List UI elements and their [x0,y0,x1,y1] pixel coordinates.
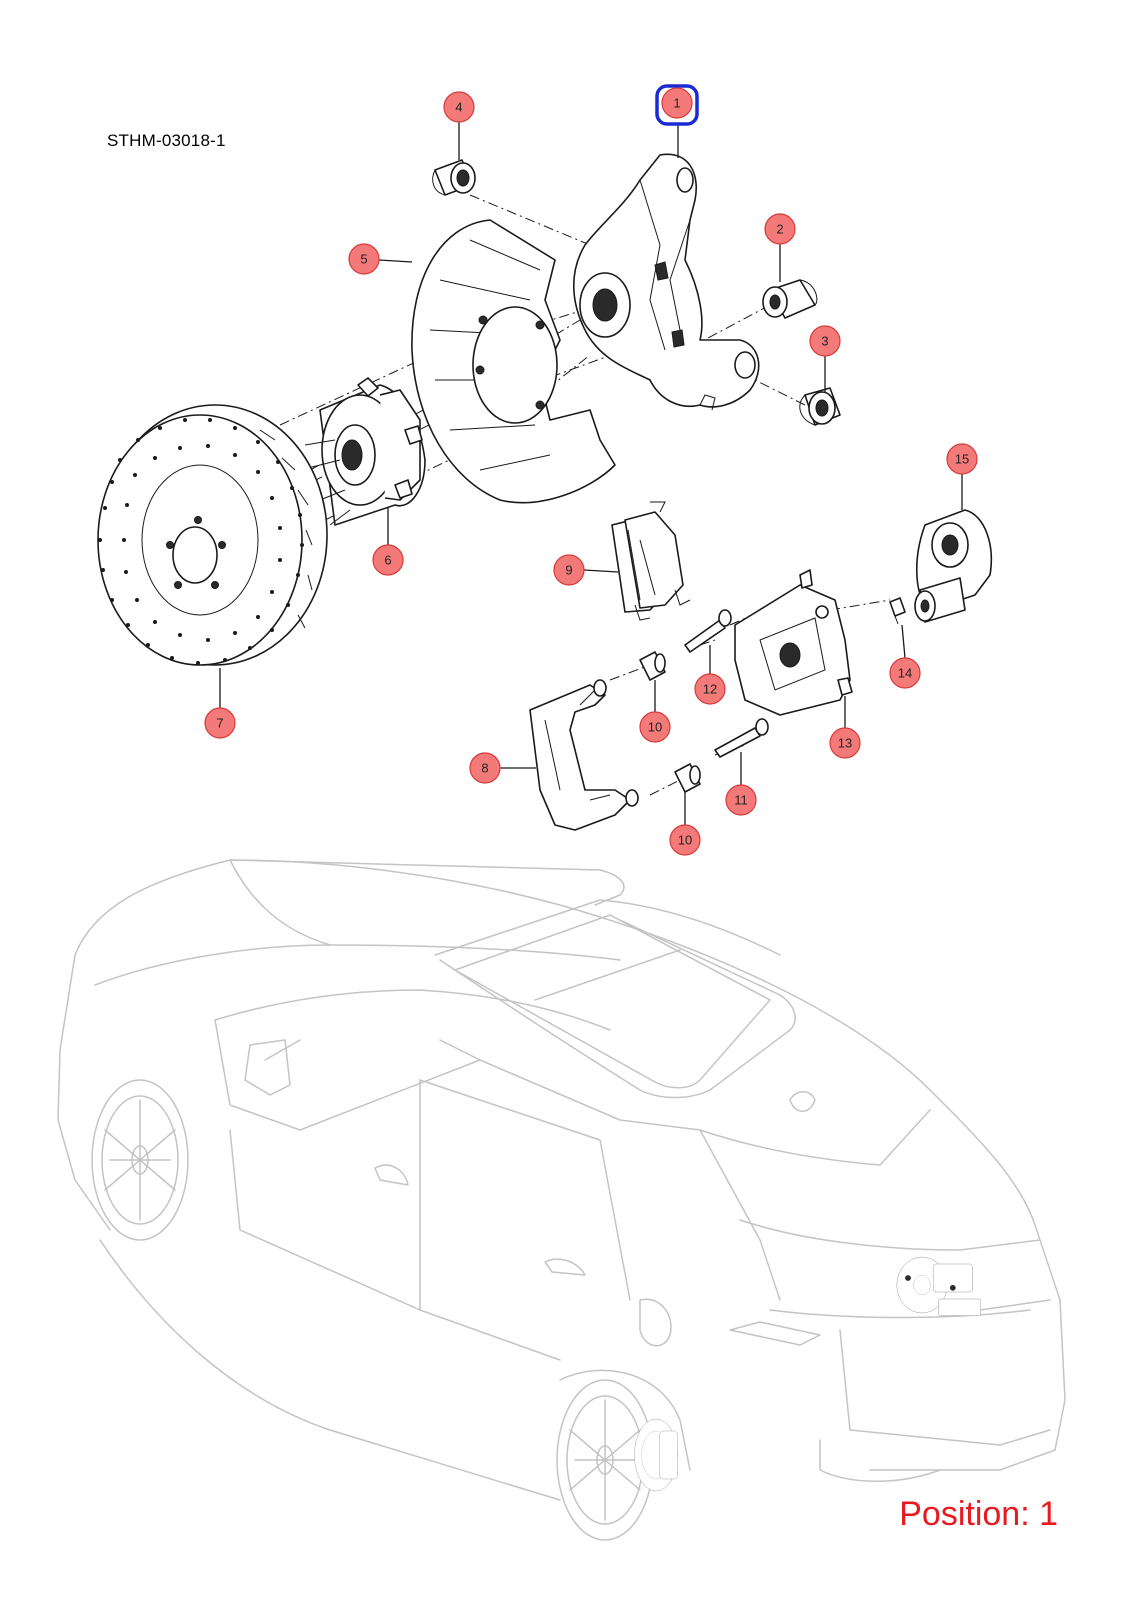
callout-1-label: 1 [673,96,680,111]
callout-1[interactable]: 1 [655,84,699,126]
callout-9[interactable]: 9 [553,554,585,586]
bushing-upper [432,159,476,196]
callout-13-label: 13 [838,736,852,751]
vehicle-outline [57,859,1066,1541]
callout-14-label: 14 [898,666,912,681]
leader-lines [219,122,963,825]
bushing-lower [799,387,841,426]
callout-10-lower-label: 10 [678,833,692,848]
callout-11-label: 11 [734,793,748,808]
callout-4[interactable]: 4 [443,91,475,123]
bleed-screw [889,597,906,625]
guide-pin-upper [684,609,732,653]
callout-2[interactable]: 2 [764,213,796,245]
callout-10-upper-label: 10 [648,720,662,735]
hub-bearing [299,377,426,526]
callout-14[interactable]: 14 [889,657,921,689]
callouts: 1 2 3 4 5 6 7 8 [204,84,978,856]
bushing-middle [762,279,818,319]
callout-8-label: 8 [481,761,488,776]
callout-10-upper[interactable]: 10 [639,711,671,743]
steering-knuckle [572,153,760,411]
brake-caliper [734,569,853,716]
dust-shield [411,219,616,504]
callout-7-label: 7 [216,716,223,731]
pin-boot-lower [674,763,701,793]
callout-8[interactable]: 8 [469,752,501,784]
callout-4-label: 4 [455,100,462,115]
callout-6-label: 6 [384,553,391,568]
assembly-location-marker-rear [634,1418,678,1492]
position-indicator: Position: 1 [899,1495,1058,1533]
callout-15[interactable]: 15 [946,443,978,475]
callout-7[interactable]: 7 [204,707,236,739]
callout-5-label: 5 [360,252,367,267]
parking-brake-motor [914,509,993,623]
caliper-bracket [529,679,639,831]
callout-3-label: 3 [821,334,828,349]
callout-3[interactable]: 3 [809,325,841,357]
diagram-code: STHM-03018-1 [107,131,226,150]
callout-13[interactable]: 13 [829,727,861,759]
callout-10-lower[interactable]: 10 [669,824,701,856]
assembly-location-marker [896,1256,981,1316]
brake-disc [97,404,328,666]
callout-12[interactable]: 12 [694,673,726,705]
callout-11[interactable]: 11 [725,784,757,816]
brake-pads [611,501,691,621]
callout-9-label: 9 [565,563,572,578]
callout-2-label: 2 [776,222,783,237]
pin-boot-upper [639,651,666,681]
guide-pin-lower [714,718,769,758]
callout-15-label: 15 [955,452,969,467]
callout-5[interactable]: 5 [348,243,380,275]
callout-12-label: 12 [703,682,717,697]
callout-6[interactable]: 6 [372,544,404,576]
